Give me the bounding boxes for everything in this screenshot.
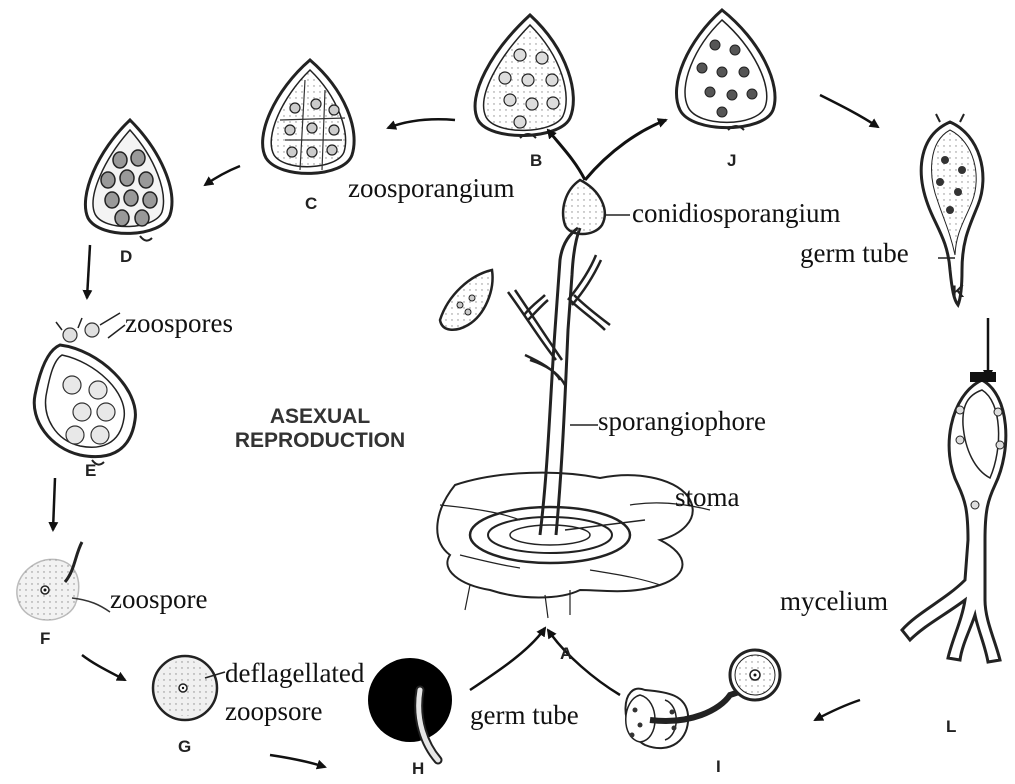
stage-letter-c: C [305,195,317,212]
label-stoma: stoma [675,484,740,511]
label-conidiosporangium: conidiosporangium [632,200,840,227]
label-zoosporangium: zoosporangium [348,175,514,202]
stage-f-zoospore [17,542,110,620]
stage-letter-l: L [946,718,956,735]
label-zoospore: zoospore [110,586,207,613]
label-sporangiophore: sporangiophore [598,408,766,435]
title-line-1: ASEXUAL [185,405,455,429]
stage-letter-g: G [178,738,191,755]
stage-l-mycelium [902,372,1006,662]
stage-b-sporangium [475,15,573,138]
title-line-2: REPRODUCTION [185,429,455,453]
stage-a-sporangiophore [437,180,710,618]
stage-h-encysted [368,658,452,760]
stage-letter-b: B [530,152,542,169]
label-germ-tube-bottom: germ tube [470,702,579,729]
label-germ-tube-top: germ tube [800,240,909,267]
stage-e-release [34,313,135,465]
stage-letter-f: F [40,630,50,647]
stage-letter-h: H [412,760,424,777]
stage-g-cyst [153,656,217,720]
stage-letter-j: J [727,152,736,169]
stage-c-sporangium [263,60,355,173]
stage-letter-d: D [120,248,132,265]
label-zoopsore: zoopsore [225,698,322,725]
stage-i-penetration [625,650,780,748]
stage-j-sporangium [676,10,775,130]
branch-arrows [548,120,666,180]
stage-letter-a: A [560,645,572,662]
label-mycelium: mycelium [780,588,888,615]
stage-d-sporangium [85,120,171,241]
stage-letter-k: K [952,283,964,300]
stage-k-germinating [921,114,983,305]
label-deflagellated: deflagellated [225,660,364,687]
stage-letter-e: E [85,462,96,479]
label-zoospores: zoospores [125,310,233,337]
stage-letter-i: I [716,758,721,775]
asexual-reproduction-title: ASEXUAL REPRODUCTION [185,405,455,453]
